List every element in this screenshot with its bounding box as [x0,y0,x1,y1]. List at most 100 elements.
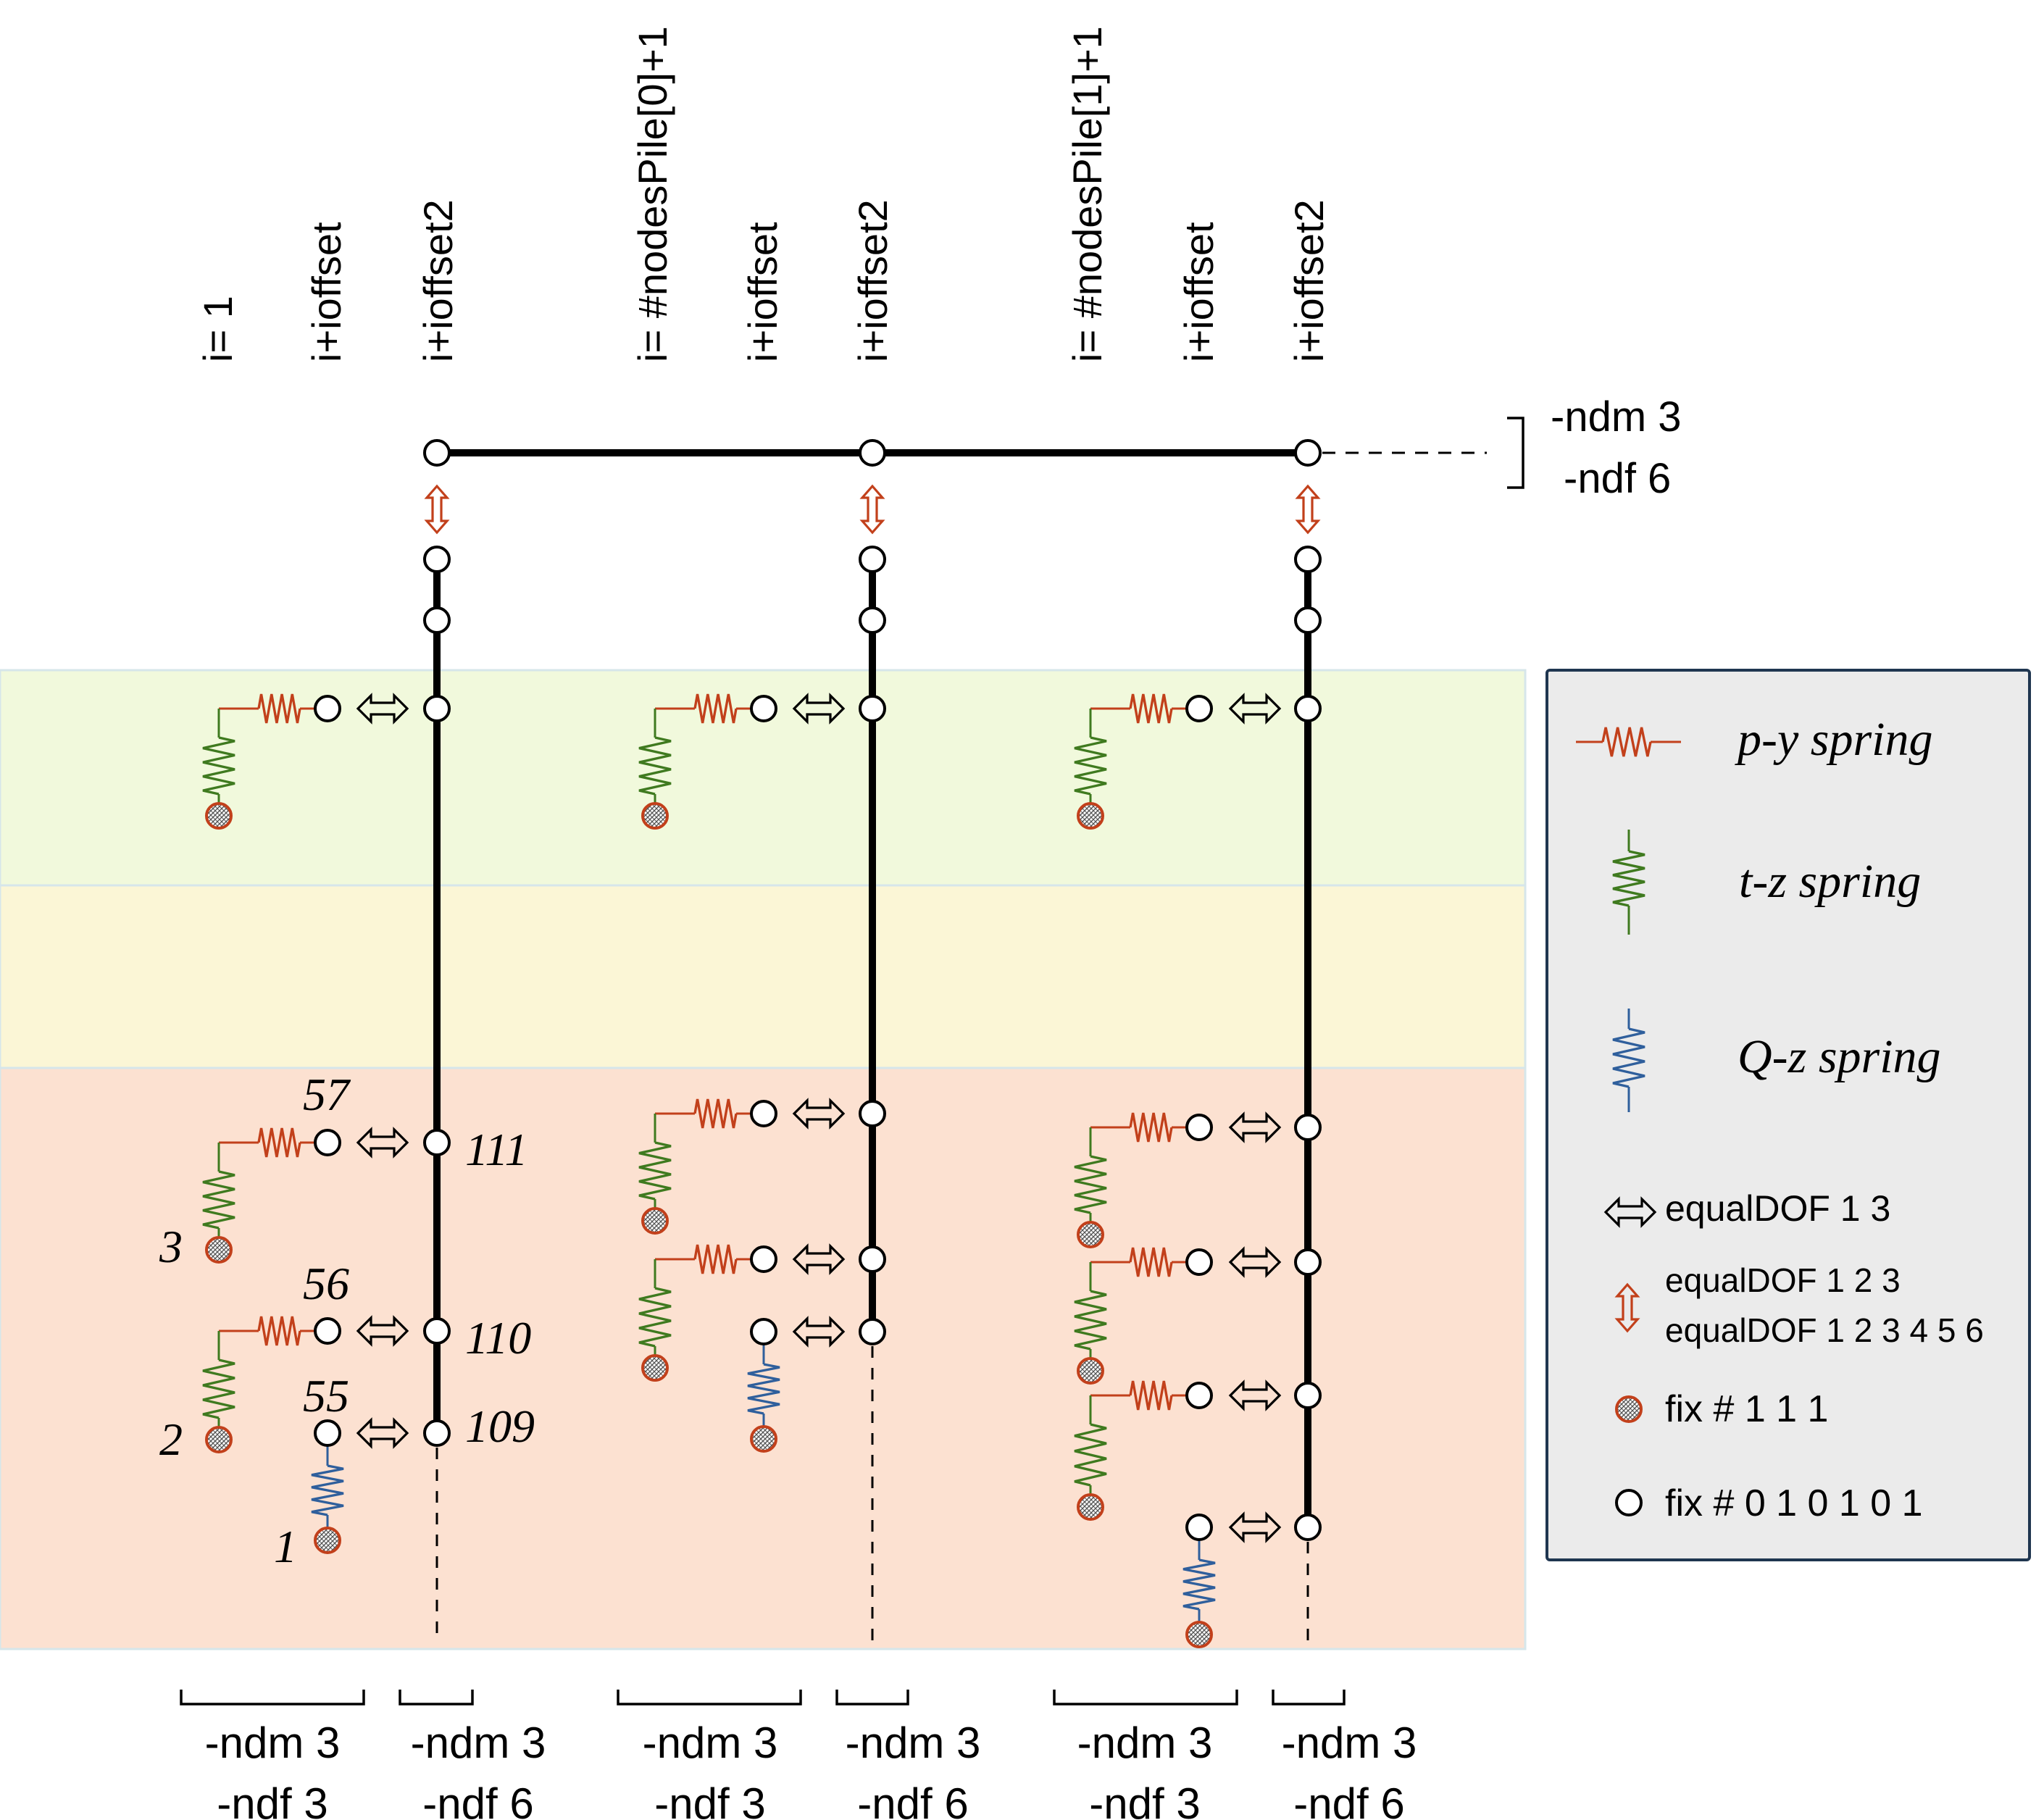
piles [423,439,1322,1643]
pile-group-2-tip-unit-fixed-node [750,1425,777,1453]
label-i-nodespile0: i= #nodesPile[0]+1 [630,26,675,362]
pile-group-3-lateral-unit-2-tz-spring [1074,1155,1107,1214]
pile-group-3-tip-unit-equaldof-13-arrow [1228,1511,1282,1543]
pile-group-1-cap-node [423,439,451,467]
pile-cap: -ndm 3 -ndf 6 [437,393,1682,502]
pile-group-1-pile-node-lateral-2 [423,1129,451,1156]
bottom-bracket-3-ndm-label: -ndm 3 [643,1719,778,1767]
node-number-109: 109 [465,1401,535,1452]
pile-group-1-tip-unit-fixed-node [314,1527,341,1554]
pile-group-2-lateral-unit-3-py-spring [693,1244,738,1274]
bottom-bracket-3 [617,1690,802,1706]
pile-group-1-pile-node-2 [423,606,451,634]
pile-group-3-lateral-unit-3-fixed-node [1077,1357,1104,1385]
pile-group-2-lateral-unit-1-py-spring [693,693,738,724]
pile-group-3-lateral-unit-4-soil-node [1185,1382,1213,1409]
pile-group-2-lateral-unit-2-fixed-node [641,1207,669,1235]
pile-group-1-soil [202,693,409,1554]
pile-group-2-cap-node [859,439,886,467]
pile-group-3-tip-unit-soil-node [1185,1514,1213,1541]
pile-group-3-lateral-unit-1-soil-node [1185,695,1213,722]
label-ioffset2-g1: i+ioffset2 [415,199,461,362]
pile-group-3-lateral-unit-2-soil-node [1185,1114,1213,1141]
pile-group-2-tip-unit-soil-node [750,1318,777,1345]
pile-group-2-lateral-unit-3-soil-node [750,1245,777,1273]
pile-group-1-lateral-unit-2-fixed-node [205,1236,233,1264]
pile-group-1-lateral-unit-3-tz-spring [202,1358,235,1419]
pile-group-1-pile-node-lateral-3 [423,1317,451,1345]
node-number-56: 56 [303,1258,349,1309]
pile-group-3-lateral-unit-3-soil-node [1185,1248,1213,1276]
pile-group-3-equaldof-123456-arrow [1295,484,1321,535]
pile-group-2-lateral-unit-1-equaldof-13-arrow [792,693,846,725]
pile-group-3-pile-head-node [1294,546,1322,573]
legend-py-label: p-y spring [1735,713,1932,766]
cap-ndm-label: -ndm 3 [1551,393,1682,441]
pile-group-3-pile-node-lateral-1 [1294,695,1322,722]
label-ioffset2-g3: i+ioffset2 [1286,199,1332,362]
pile-group-3-lateral-unit-3-py-spring [1129,1247,1173,1277]
pile-group-2-pile-tip-node [859,1318,886,1345]
bottom-bracket-6 [1272,1690,1346,1706]
node-number-57: 57 [303,1069,351,1120]
bottom-bracket-6-ndm-label: -ndm 3 [1282,1719,1417,1767]
pile-group-2-equaldof-123456-arrow [859,484,885,535]
pile-group-1-tip-unit-equaldof-13-arrow [356,1417,409,1449]
bottom-bracket-4 [835,1690,909,1706]
label-i-1: i= 1 [195,296,241,362]
node-number-111: 111 [465,1124,528,1175]
bottom-bracket-2 [399,1690,474,1706]
node-number-2: 2 [159,1414,183,1465]
bottom-bracket-1-ndm-label: -ndm 3 [205,1719,341,1767]
pile-group-1-lateral-unit-2-soil-node [314,1129,341,1156]
pile-group-3-tip-unit-qz-spring [1182,1558,1216,1611]
pile-group-1-pile-head-node [423,546,451,573]
legend-fix010101-icon [1615,1489,1643,1516]
cap-bracket [1507,417,1524,489]
node-number-110: 110 [465,1312,531,1364]
node-number-3: 3 [159,1221,183,1272]
pile-group-3-lateral-unit-1-equaldof-13-arrow [1228,693,1282,725]
pile-group-1-tip-unit-soil-node [314,1419,341,1447]
legend-py-spring-icon [1601,727,1652,757]
pile-group-3-pile-node-lateral-4 [1294,1382,1322,1409]
pile-group-3-lateral-unit-4-fixed-node [1077,1493,1104,1521]
node-number-1: 1 [274,1521,297,1572]
pile-group-2-pile-node-lateral-2 [859,1100,886,1127]
pile-group-1-lateral-unit-3-py-spring [257,1316,301,1346]
pile-group-1-lateral-unit-3-equaldof-13-arrow [356,1315,409,1347]
pile-group-1-equaldof-123456-arrow [424,484,450,535]
pile-group-2-lateral-unit-1-tz-spring [638,736,672,796]
legend-fix010101-label: fix # 0 1 0 1 0 1 [1665,1482,1923,1524]
pile-group-2-tip-unit-equaldof-13-arrow [792,1316,846,1348]
pile-group-2-lateral-unit-2-soil-node [750,1100,777,1127]
pile-group-3-lateral-unit-2-py-spring [1129,1112,1173,1143]
bottom-bracket-5-ndm-label: -ndm 3 [1077,1719,1213,1767]
node-number-55: 55 [303,1370,349,1422]
soil-springs [202,693,1282,1648]
pile-group-1-tip-unit-qz-spring [311,1464,344,1516]
legend-equaldof123-icon [1614,1282,1640,1333]
pile-group-3-lateral-unit-1-tz-spring [1074,736,1107,796]
pile-group-1-lateral-unit-3-soil-node [314,1317,341,1345]
pile-group-2-lateral-unit-2-py-spring [693,1098,738,1129]
pile-group-2-lateral-unit-1-soil-node [750,695,777,722]
label-ioffset-g3: i+ioffset [1176,222,1222,362]
soil-layer-middle [0,884,1527,1069]
legend-equaldof123-label: equalDOF 1 2 3 [1665,1261,1901,1299]
pile-group-2-lateral-unit-3-fixed-node [641,1354,669,1382]
cap-ndf-label: -ndf 6 [1564,455,1671,502]
bottom-bracket-3-ndf-label: -ndf 3 [654,1779,765,1820]
bottom-bracket-1-ndf-label: -ndf 3 [217,1779,328,1820]
label-ioffset2-g2: i+ioffset2 [850,199,896,362]
pile-group-3-lateral-unit-1-py-spring [1129,693,1173,724]
pile-group-3-pile-node-2 [1294,606,1322,634]
pile-group-3-tip-unit-fixed-node [1185,1621,1213,1648]
bottom-bracket-4-ndm-label: -ndm 3 [846,1719,981,1767]
label-ioffset-g2: i+ioffset [740,222,785,362]
bottom-bracket-1 [180,1690,365,1706]
pile-group-2-soil [638,693,846,1453]
legend-fix111-icon [1615,1395,1643,1423]
pile-group-1-lateral-unit-1-equaldof-13-arrow [356,693,409,725]
